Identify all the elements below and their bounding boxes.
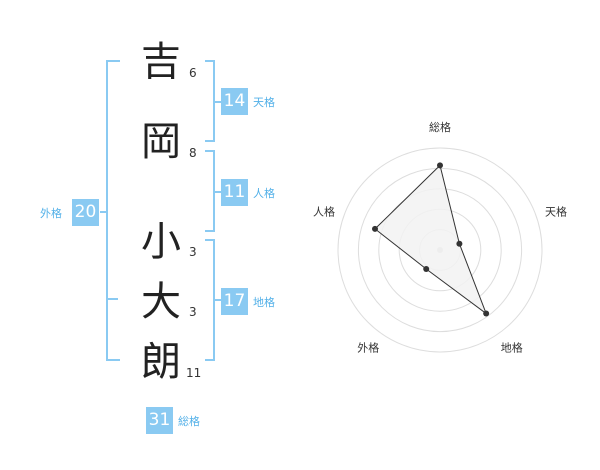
- stroke-count-2: 8: [189, 146, 197, 160]
- chikaku-value: 17: [221, 288, 248, 315]
- radar-axis-label-2: 天格: [545, 204, 567, 218]
- tenkaku-bracket-tick: [213, 101, 221, 103]
- soukaku-value: 31: [146, 407, 173, 434]
- gaikaku-value: 20: [72, 199, 99, 226]
- radar-point-5: [372, 225, 379, 232]
- radar-ring-5: [337, 147, 543, 353]
- radar-axis-label-3: 地格: [501, 341, 523, 355]
- name-char-2: 岡: [141, 119, 181, 165]
- name-char-4: 大: [141, 279, 181, 325]
- radar-point-1: [437, 162, 443, 169]
- radar-point-2: [456, 240, 463, 247]
- name-char-3: 小: [141, 219, 181, 265]
- tenkaku-label: 天格: [253, 96, 275, 109]
- gaikaku-bracket-tick: [100, 211, 106, 213]
- stroke-count-3: 3: [189, 245, 197, 259]
- gaikaku-bracket-divider: [106, 298, 118, 300]
- radar-point-4: [423, 265, 430, 272]
- jinkaku-bracket-tick: [213, 191, 221, 193]
- radar-axis-label-4: 外格: [357, 341, 379, 355]
- radar-polygon: [374, 164, 488, 315]
- jinkaku-value: 11: [221, 179, 248, 206]
- jinkaku-label: 人格: [253, 187, 275, 200]
- stroke-count-1: 6: [189, 66, 197, 80]
- name-char-1: 吉: [141, 39, 181, 85]
- tenkaku-value: 14: [221, 88, 248, 115]
- name-char-5: 朗: [141, 339, 181, 385]
- stroke-count-4: 3: [189, 305, 197, 319]
- stroke-count-5: 11: [186, 366, 202, 380]
- soukaku-label: 総格: [178, 415, 200, 428]
- radar-axis-label-5: 人格: [313, 204, 335, 218]
- gaikaku-bracket: [106, 60, 120, 361]
- chikaku-label: 地格: [253, 296, 275, 309]
- radar-point-3: [483, 310, 490, 317]
- chikaku-bracket-tick: [213, 299, 221, 301]
- gaikaku-label: 外格: [40, 207, 62, 220]
- radar-axis-label-1: 総格: [429, 120, 451, 134]
